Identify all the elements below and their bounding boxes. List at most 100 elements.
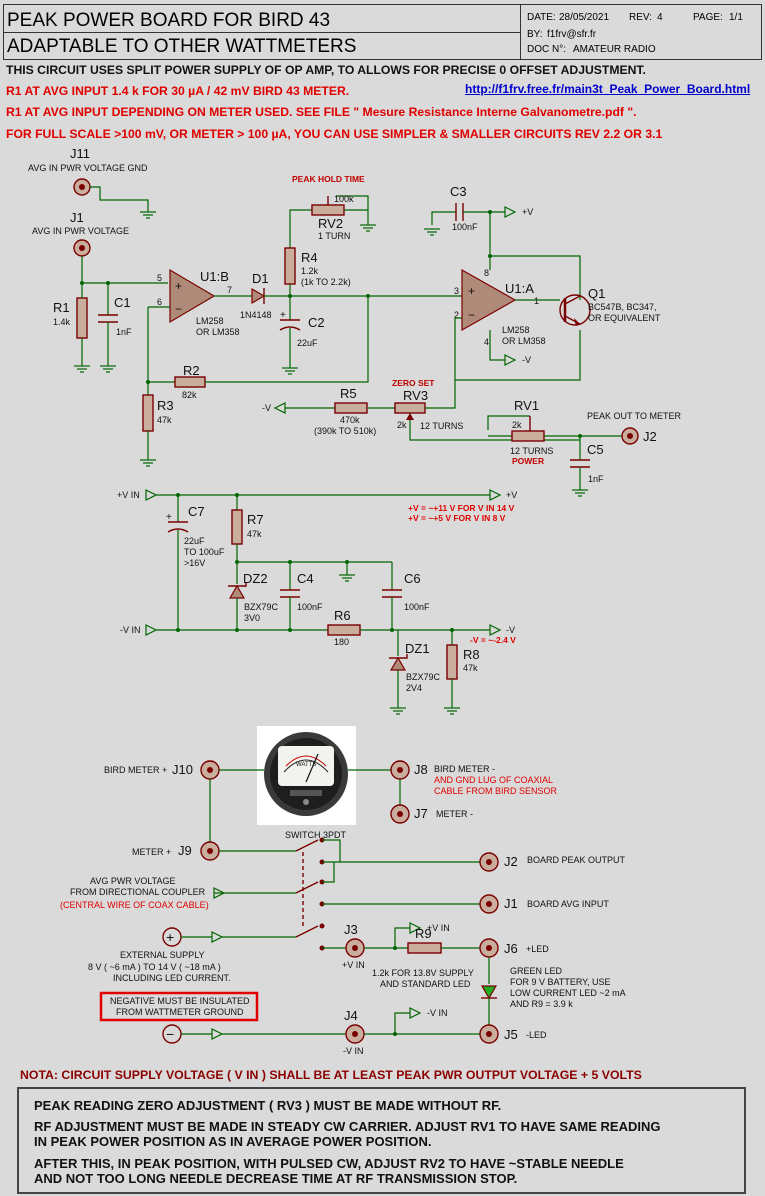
gnd-lug-2: CABLE FROM BIRD SENSOR — [434, 786, 558, 796]
rv2-pot[interactable] — [311, 204, 345, 216]
green-led-4: AND R9 = 3.9 k — [510, 999, 573, 1009]
meter-minus-label: METER - — [436, 809, 473, 819]
c7-label: C7 — [188, 504, 205, 519]
r5-range: (390k TO 510k) — [314, 426, 376, 436]
instr-3: IN PEAK POWER POSITION AS IN AVERAGE POW… — [34, 1134, 432, 1149]
instr-1: PEAK READING ZERO ADJUSTMENT ( RV3 ) MUS… — [34, 1098, 502, 1113]
d1-label: D1 — [252, 271, 269, 286]
r2-label: R2 — [183, 363, 200, 378]
r1-value: 1.4k — [53, 317, 71, 327]
bird-meter-plus: BIRD METER + — [104, 765, 167, 775]
r2-value: 82k — [182, 390, 197, 400]
c4-label: C4 — [297, 571, 314, 586]
r5-label: R5 — [340, 386, 357, 401]
j1-label: J1 — [70, 210, 84, 225]
svg-text:−: − — [468, 308, 475, 322]
zero-set-label: ZERO SET — [392, 378, 435, 388]
minus-v-supply: -V — [506, 625, 515, 635]
rev-label: REV: — [629, 12, 652, 23]
green-led-3: LOW CURRENT LED ~2 mA — [510, 988, 626, 998]
rv2-value: 100k — [334, 194, 354, 204]
r8-resistor — [446, 644, 458, 680]
d1-value: 1N4148 — [240, 310, 272, 320]
switch-label: SWITCH 3PDT — [285, 830, 347, 840]
led-minus-label: -LED — [526, 1030, 547, 1040]
j11-label: J11 — [70, 146, 90, 161]
r8-value: 47k — [463, 663, 478, 673]
c5-label: C5 — [587, 442, 604, 457]
c1-value: 1nF — [116, 327, 132, 337]
website-link[interactable]: http://f1frv.free.fr/main3t_Peak_Power_B… — [465, 82, 751, 96]
dz1-label: DZ1 — [405, 641, 430, 656]
peak-hold-label: PEAK HOLD TIME — [292, 174, 365, 184]
vin-minus-arrow-label: -V IN — [427, 1008, 448, 1018]
pin-4: 4 — [484, 337, 489, 347]
q1-transistor — [559, 294, 591, 326]
title-line-1: PEAK POWER BOARD FOR BIRD 43 — [7, 10, 331, 31]
r5-value: 470k — [340, 415, 360, 425]
r1-resistor — [76, 297, 88, 339]
rv1-turns: 12 TURNS — [510, 446, 553, 456]
r4-value: 1.2k — [301, 266, 319, 276]
rv3-pot[interactable] — [394, 402, 426, 414]
j11-desc: AVG IN PWR VOLTAGE GND — [28, 163, 148, 173]
r8-label: R8 — [463, 647, 480, 662]
dz1-value: 2V4 — [406, 683, 422, 693]
q1-part2: OR EQUIVALENT — [588, 313, 661, 323]
note-line-4: FOR FULL SCALE >100 mV, OR METER > 100 µ… — [6, 127, 663, 141]
instr-4: AFTER THIS, IN PEAK POSITION, WITH PULSE… — [34, 1156, 624, 1171]
peak-out-label: PEAK OUT TO METER — [587, 411, 682, 421]
pin-1: 1 — [534, 296, 539, 306]
u1b-part2: OR LM358 — [196, 327, 240, 337]
page-label: PAGE: — [693, 12, 723, 23]
r7-label: R7 — [247, 512, 264, 527]
svg-text:+: + — [468, 284, 475, 298]
svg-text:+: + — [175, 279, 182, 293]
j1-desc: AVG IN PWR VOLTAGE — [32, 226, 129, 236]
instr-2: RF ADJUSTMENT MUST BE MADE IN STEADY CW … — [34, 1119, 661, 1134]
instr-5: AND NOT TOO LONG NEEDLE DECREASE TIME AT… — [34, 1171, 518, 1186]
doc-label: DOC N°: — [527, 44, 566, 55]
title-block: PEAK POWER BOARD FOR BIRD 43 ADAPTABLE T… — [3, 4, 762, 60]
meter-plus-label: METER + — [132, 847, 171, 857]
title-line-2: ADAPTABLE TO OTHER WATTMETERS — [7, 36, 357, 57]
note-line-3: R1 AT AVG INPUT DEPENDING ON METER USED.… — [6, 105, 637, 119]
u1a-part2: OR LM358 — [502, 336, 546, 346]
r7-resistor — [231, 509, 243, 545]
green-led-1: GREEN LED — [510, 966, 563, 976]
r6-resistor — [327, 624, 361, 636]
pin-8: 8 — [484, 268, 489, 278]
board-peak-label: BOARD PEAK OUTPUT — [527, 855, 626, 865]
dz2-label: DZ2 — [243, 571, 268, 586]
date-label: DATE: — [527, 12, 556, 23]
rv1-power: POWER — [512, 456, 544, 466]
ext-supply-2: 8 V ( ~6 mA ) TO 14 V ( ~18 mA ) — [88, 962, 221, 972]
ext-supply-3: INCLUDING LED CURRENT. — [113, 973, 231, 983]
gnd-lug-1: AND GND LUG OF COAXIAL — [434, 775, 553, 785]
c6-label: C6 — [404, 571, 421, 586]
j3-label: J3 — [344, 922, 358, 937]
rv3-value: 2k — [397, 420, 407, 430]
svg-text:−: − — [166, 1026, 174, 1042]
pin-5: 5 — [157, 273, 162, 283]
bird-meter-minus: BIRD METER - — [434, 764, 495, 774]
vminus-note: -V = ~-2.4 V — [470, 635, 516, 645]
c2-value: 22uF — [297, 338, 318, 348]
u1a-label: U1:A — [505, 281, 534, 296]
rv2-label: RV2 — [318, 216, 343, 231]
c7-val3: >16V — [184, 558, 205, 568]
minus-v-u1a: -V — [522, 355, 531, 365]
c7-val2: TO 100uF — [184, 547, 225, 557]
nota-line: NOTA: CIRCUIT SUPPLY VOLTAGE ( V IN ) SH… — [20, 1068, 642, 1082]
dz1-part: BZX79C — [406, 672, 441, 682]
rv1-value: 2k — [512, 420, 522, 430]
q1-label: Q1 — [588, 286, 605, 301]
doc-info-block: DATE: 28/05/2021 REV: 4 PAGE: 1/1 BY: f1… — [520, 5, 762, 59]
c4-value: 100nF — [297, 602, 323, 612]
rv1-pot[interactable] — [511, 430, 545, 442]
vin-plus-label: +V IN — [117, 490, 140, 500]
r9-note-2: AND STANDARD LED — [380, 979, 471, 989]
j9-label: J9 — [178, 843, 192, 858]
svg-text:+: + — [166, 929, 174, 945]
meter-brand: WATTS — [296, 762, 316, 768]
